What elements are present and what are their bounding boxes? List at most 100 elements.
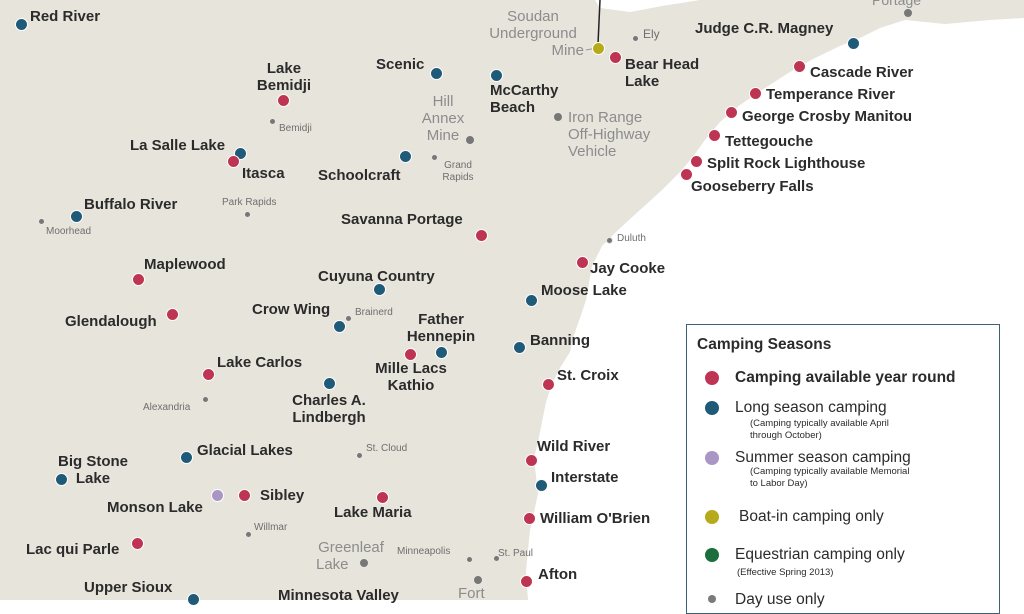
town-label-moorhead: Moorhead — [46, 226, 92, 237]
park-label-itasca: Itasca — [242, 165, 285, 182]
marker-schoolcraft[interactable] — [398, 149, 412, 163]
legend-swatch — [705, 401, 719, 415]
marker-alexandria — [202, 396, 209, 403]
park-label-line: Vehicle — [568, 143, 617, 160]
marker-savanna-portage[interactable] — [474, 228, 488, 242]
marker-greenleaf-lake[interactable] — [358, 557, 369, 568]
marker-lake-maria[interactable] — [375, 490, 389, 504]
marker-glendalough[interactable] — [165, 307, 179, 321]
town-label-minneapolis: Minneapolis — [397, 546, 451, 557]
legend-label: Day use only — [735, 591, 825, 608]
park-label-line: Underground — [489, 25, 577, 42]
marker-william-obrien[interactable] — [522, 511, 536, 525]
town-label-st-paul: St. Paul — [498, 548, 534, 559]
marker-interstate[interactable] — [534, 478, 548, 492]
marker-banning[interactable] — [512, 340, 526, 354]
marker-willmar — [245, 531, 252, 538]
marker-upper-sioux[interactable] — [186, 592, 200, 606]
marker-st-croix[interactable] — [541, 377, 555, 391]
marker-tettegouche[interactable] — [707, 128, 721, 142]
park-label-line: Charles A. — [292, 392, 366, 409]
marker-monson-lake[interactable] — [210, 488, 224, 502]
marker-red-river[interactable] — [14, 17, 28, 31]
legend-label: Long season camping — [735, 399, 887, 416]
marker-cascade-river[interactable] — [792, 59, 806, 73]
legend-label: Summer season camping — [735, 449, 911, 466]
park-label-greenleaf-lake: Greenleaf Lake — [312, 539, 390, 573]
marker-big-stone-lake[interactable] — [54, 472, 68, 486]
marker-duluth — [606, 237, 613, 244]
marker-father-hennepin[interactable] — [434, 345, 448, 359]
park-label-line: Annex — [421, 110, 465, 127]
legend-sublabel: through October) — [750, 430, 822, 441]
marker-afton[interactable] — [519, 574, 533, 588]
marker-maplewood[interactable] — [131, 272, 145, 286]
marker-jay-cooke[interactable] — [575, 255, 589, 269]
legend-swatch — [705, 548, 719, 562]
legend-sublabel: (Effective Spring 2013) — [737, 567, 834, 578]
marker-hill-annex[interactable] — [464, 134, 475, 145]
marker-glacial-lakes[interactable] — [179, 450, 193, 464]
marker-cuyuna-country[interactable] — [372, 282, 386, 296]
park-label-line: Hennepin — [406, 328, 476, 345]
marker-temperance-river[interactable] — [748, 86, 762, 100]
park-label-upper-sioux: Upper Sioux — [84, 579, 173, 596]
marker-split-rock[interactable] — [689, 154, 703, 168]
park-label-line: Lindbergh — [292, 409, 366, 426]
legend-swatch — [705, 371, 719, 385]
legend-title: Camping Seasons — [697, 336, 832, 353]
park-label-gooseberry: Gooseberry Falls — [691, 178, 814, 195]
marker-gooseberry[interactable] — [679, 167, 693, 181]
park-label-father-hennepin: Father Hennepin — [401, 311, 481, 345]
park-label-iron-range: Iron Range Off-Highway Vehicle — [568, 109, 650, 160]
town-label-grand-rapids: Grand Rapids — [438, 160, 478, 184]
marker-crow-wing[interactable] — [332, 319, 346, 333]
park-label-line: Lake — [266, 60, 302, 77]
marker-iron-range[interactable] — [552, 111, 563, 122]
park-label-temperance-river: Temperance River — [766, 86, 895, 103]
park-label-crow-wing: Crow Wing — [252, 301, 331, 318]
park-label-line: Mille Lacs — [375, 360, 447, 377]
legend-sublabel: to Labor Day) — [750, 478, 808, 489]
marker-lake-carlos[interactable] — [201, 367, 215, 381]
park-label-line: Mine — [426, 127, 460, 144]
marker-itasca[interactable] — [226, 154, 240, 168]
marker-sibley[interactable] — [237, 488, 251, 502]
park-label-cascade-river: Cascade River — [810, 64, 914, 81]
town-label-line: Rapids — [442, 172, 474, 183]
legend-label: Camping available year round — [735, 369, 956, 386]
legend-sublabel: (Camping typically available April — [750, 418, 889, 429]
marker-scenic[interactable] — [429, 66, 443, 80]
marker-judge-cr-magney[interactable] — [846, 36, 860, 50]
town-label-park-rapids: Park Rapids — [222, 197, 277, 208]
town-label-ely: Ely — [643, 27, 660, 41]
marker-mccarthy-beach[interactable] — [489, 68, 503, 82]
marker-buffalo-river[interactable] — [69, 209, 83, 223]
marker-moose-lake[interactable] — [524, 293, 538, 307]
marker-bear-head-lake[interactable] — [608, 50, 622, 64]
park-label-buffalo-river: Buffalo River — [84, 196, 178, 213]
marker-lac-qui-parle[interactable] — [130, 536, 144, 550]
park-label-line: Father — [418, 311, 464, 328]
marker-charles-lindbergh[interactable] — [322, 376, 336, 390]
marker-minneapolis — [466, 556, 473, 563]
marker-george-crosby-manitou[interactable] — [724, 105, 738, 119]
park-label-line: Bear Head — [625, 56, 700, 73]
legend-sublabel: (Camping typically available Memorial — [750, 466, 910, 477]
park-label-tettegouche: Tettegouche — [725, 133, 814, 150]
marker-fort[interactable] — [472, 574, 483, 585]
marker-wild-river[interactable] — [524, 453, 538, 467]
marker-st-paul — [493, 555, 500, 562]
legend-label: Equestrian camping only — [735, 546, 905, 563]
marker-mille-lacs-kathio[interactable] — [403, 347, 417, 361]
route-line — [597, 0, 601, 45]
park-label-minnesota-valley: Minnesota Valley — [278, 587, 399, 604]
marker-portage — [902, 7, 913, 18]
marker-soudan[interactable] — [591, 41, 605, 55]
marker-lake-bemidji[interactable] — [276, 93, 290, 107]
park-label-line: Iron Range — [568, 109, 643, 126]
park-label-banning: Banning — [530, 332, 590, 349]
town-label-line: Grand — [444, 160, 472, 171]
park-label-line: Greenleaf — [318, 539, 384, 556]
park-label-split-rock: Split Rock Lighthouse — [707, 155, 866, 172]
